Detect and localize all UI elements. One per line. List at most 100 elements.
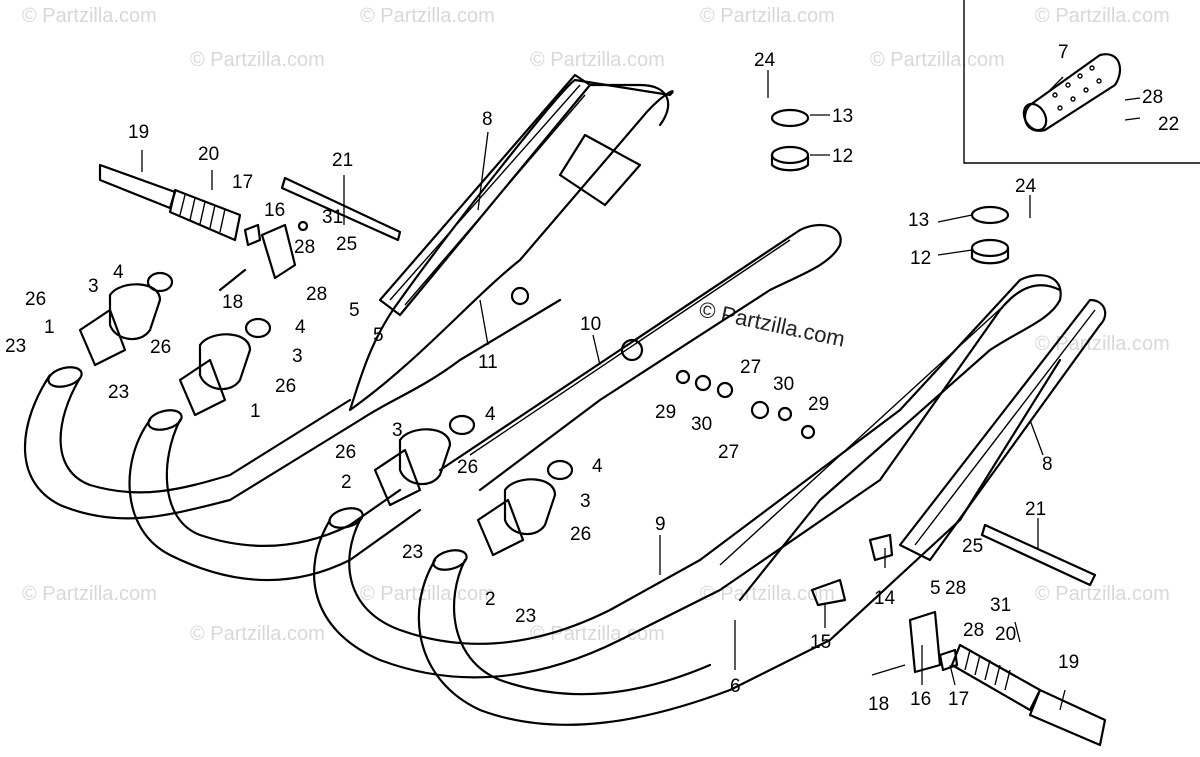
callouts: 1 1 2 2 3 3 3 3 4 4 4 4 5 5 5 6 7 8 8 9 … — [5, 42, 1179, 715]
callout-3: 3 — [580, 491, 591, 512]
callout-21: 21 — [1025, 499, 1046, 520]
callout-9: 9 — [655, 514, 666, 535]
callout-31: 31 — [322, 207, 343, 228]
watermark-center-text: © Partzilla.com — [697, 296, 847, 351]
watermark-text: © Partzilla.com — [22, 5, 157, 27]
end-cap-perforations — [1052, 65, 1102, 111]
callout-11: 11 — [478, 352, 498, 373]
callout-26: 26 — [150, 337, 171, 358]
leader-lines — [141, 70, 1141, 711]
inset-frame — [963, 0, 1200, 164]
callout-27: 27 — [718, 442, 739, 463]
exhaust-pipe-left-outer — [23, 298, 562, 520]
callout-3: 3 — [292, 346, 303, 367]
flange-group-middle — [373, 414, 574, 557]
callout-23: 23 — [108, 382, 129, 403]
footpeg-assembly-right — [810, 523, 1107, 747]
clamp-set-right — [970, 205, 1010, 265]
callout-26: 26 — [25, 289, 46, 310]
muffler-10 — [438, 223, 842, 492]
callout-2: 2 — [485, 589, 496, 610]
callout-4: 4 — [485, 404, 496, 425]
callout-29: 29 — [655, 402, 676, 423]
callout-4: 4 — [113, 262, 124, 283]
footpeg-assembly-left — [98, 163, 402, 292]
callout-26: 26 — [275, 376, 296, 397]
callout-20: 20 — [995, 624, 1016, 645]
callout-8: 8 — [1042, 454, 1053, 475]
watermark-text: © Partzilla.com — [190, 49, 325, 71]
watermark-text: © Partzilla.com — [360, 5, 495, 27]
watermark-text: © Partzilla.com — [1035, 583, 1170, 605]
callout-4: 4 — [295, 317, 306, 338]
watermark-text: © Partzilla.com — [190, 623, 325, 645]
callout-18: 18 — [222, 292, 243, 313]
callout-22: 22 — [1158, 114, 1179, 135]
callout-21: 21 — [332, 150, 353, 171]
callout-1: 1 — [44, 317, 55, 338]
watermark-text: © Partzilla.com — [700, 583, 835, 605]
watermark-text: © Partzilla.com — [22, 583, 157, 605]
callout-17: 17 — [232, 172, 253, 193]
callout-27: 27 — [740, 357, 761, 378]
exhaust-pipe-left-inner — [128, 409, 422, 582]
callout-7: 7 — [1058, 42, 1069, 63]
exhaust-pipe-right-outer — [312, 284, 1062, 679]
muffler-9 — [698, 274, 1062, 602]
callout-5: 5 — [373, 325, 384, 346]
watermark-text: © Partzilla.com — [360, 583, 495, 605]
callout-23: 23 — [402, 542, 423, 563]
callout-17: 17 — [948, 689, 969, 710]
callout-28: 28 — [963, 620, 984, 641]
callout-28: 28 — [945, 578, 966, 599]
muffler-11 — [348, 78, 674, 412]
callout-8: 8 — [482, 109, 493, 130]
callout-20: 20 — [198, 144, 219, 165]
callout-31: 31 — [990, 595, 1011, 616]
heat-shield-8-left — [378, 73, 592, 317]
callout-18: 18 — [868, 694, 889, 715]
callout-19: 19 — [1058, 652, 1079, 673]
callout-28: 28 — [294, 237, 315, 258]
callout-12: 12 — [910, 248, 931, 269]
callout-16: 16 — [910, 689, 931, 710]
callout-1: 1 — [250, 401, 261, 422]
callout-10: 10 — [580, 314, 601, 335]
callout-14: 14 — [874, 588, 896, 609]
clamp-set-top — [770, 108, 810, 172]
callout-3: 3 — [392, 420, 403, 441]
hardware-27-30 — [675, 369, 816, 440]
callout-30: 30 — [773, 374, 794, 395]
callout-25: 25 — [336, 234, 357, 255]
watermark-text: © Partzilla.com — [1035, 333, 1170, 355]
flange-group-left — [78, 271, 272, 417]
watermark-text: © Partzilla.com — [1035, 5, 1170, 27]
callout-12: 12 — [832, 146, 853, 167]
callout-3: 3 — [88, 276, 99, 297]
callout-25: 25 — [962, 536, 983, 557]
callout-16: 16 — [264, 200, 285, 221]
callout-4: 4 — [592, 456, 603, 477]
callout-24: 24 — [754, 50, 776, 71]
callout-13: 13 — [908, 210, 929, 231]
callout-26: 26 — [570, 524, 591, 545]
callout-28: 28 — [306, 284, 327, 305]
callout-30: 30 — [691, 414, 712, 435]
exhaust-pipe-right-inner — [417, 358, 1062, 726]
watermark-text: © Partzilla.com — [700, 5, 835, 27]
callout-2: 2 — [341, 472, 352, 493]
watermark-text: © Partzilla.com — [870, 49, 1005, 71]
callout-29: 29 — [808, 394, 829, 415]
callout-15: 15 — [810, 632, 831, 653]
callout-19: 19 — [128, 122, 149, 143]
callout-6: 6 — [730, 676, 741, 697]
watermark-text: © Partzilla.com — [530, 49, 665, 71]
callout-24: 24 — [1015, 176, 1037, 197]
end-cap-7 — [1022, 53, 1122, 132]
callout-26: 26 — [335, 442, 356, 463]
callout-13: 13 — [832, 106, 853, 127]
callout-28: 28 — [1142, 87, 1163, 108]
callout-23: 23 — [5, 336, 26, 357]
